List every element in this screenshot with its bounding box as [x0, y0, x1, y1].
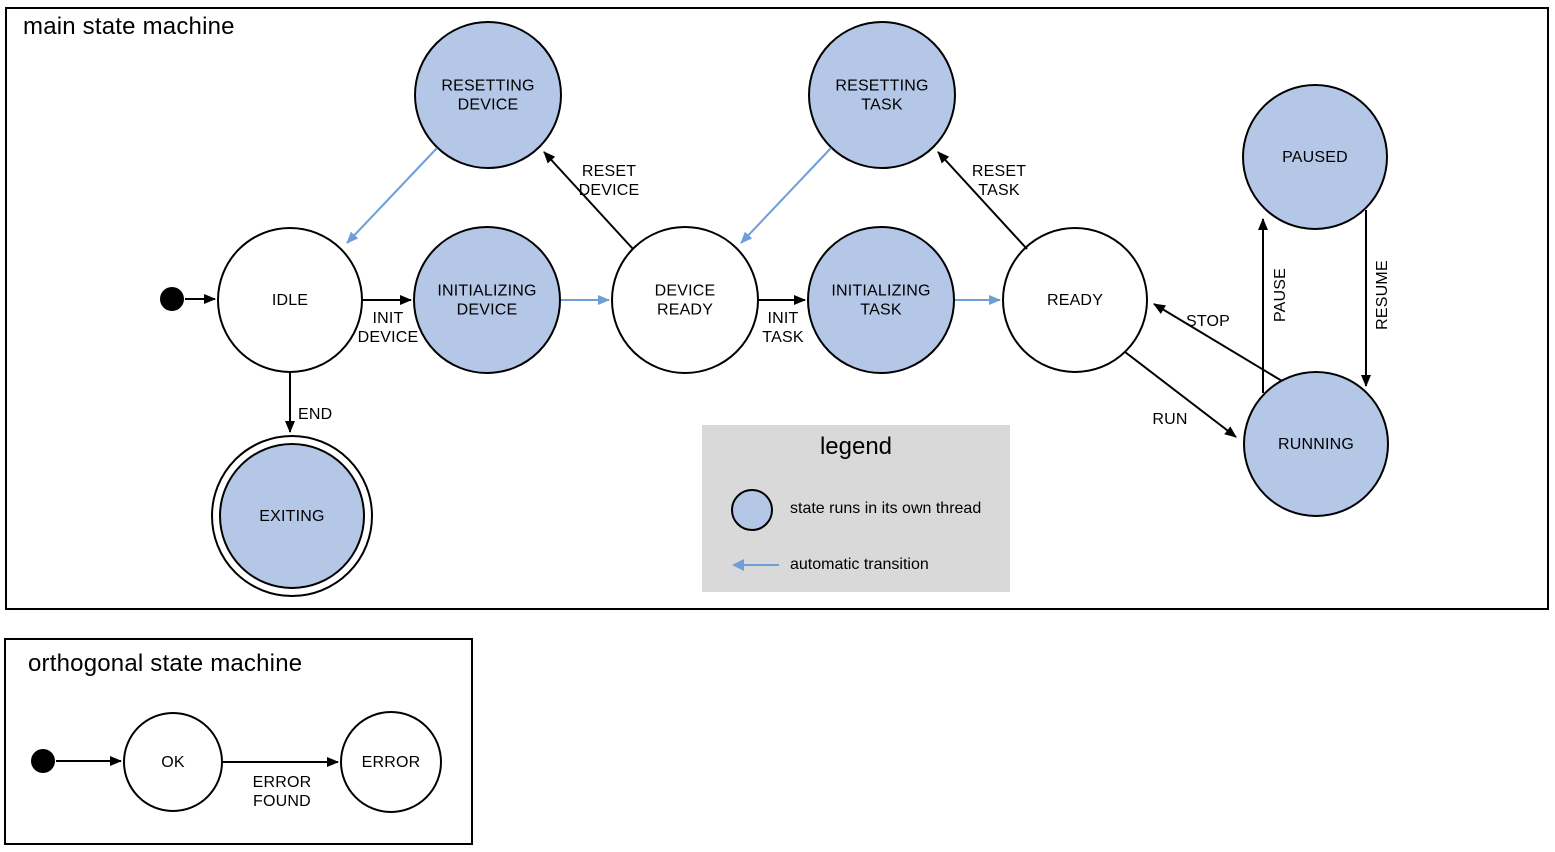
transition-label-pause: PAUSE	[1272, 268, 1289, 322]
state-initializing-task	[807, 226, 955, 374]
transition-stop	[1153, 303, 1283, 382]
legend-item-label: state runs in its own thread	[790, 500, 982, 517]
thread-state-swatch-icon	[731, 489, 773, 531]
state-label-ready: READY	[1047, 292, 1103, 309]
state-label-ok: OK	[161, 754, 185, 771]
transition-label-stop: STOP	[1186, 313, 1230, 330]
state-running	[1243, 371, 1389, 517]
initial-state-dot	[31, 749, 55, 773]
state-paused	[1242, 84, 1388, 230]
initial-state-dot	[160, 287, 184, 311]
transition-label-end: END	[298, 406, 332, 423]
state-label-idle: IDLE	[272, 292, 308, 309]
state-idle	[217, 227, 363, 373]
legend-item-auto-transition: automatic transition	[702, 556, 1010, 574]
state-ok	[123, 712, 223, 812]
state-ready	[1002, 227, 1148, 373]
legend-title: legend	[819, 433, 893, 460]
transition-label-resume: RESUME	[1374, 260, 1391, 330]
legend: legend state runs in its own thread auto…	[702, 425, 1010, 592]
transition-label-run: RUN	[1152, 411, 1187, 428]
orthogonal-panel-title: orthogonal state machine	[28, 650, 303, 677]
transition-resetting-task-to-device-ready	[740, 147, 832, 244]
transition-reset-device	[543, 151, 634, 250]
state-exiting	[219, 443, 365, 589]
state-label-running: RUNNING	[1278, 436, 1354, 453]
state-initializing-device	[413, 226, 561, 374]
legend-item-thread-state: state runs in its own thread	[702, 489, 1010, 531]
state-label-paused: PAUSED	[1282, 149, 1348, 166]
transition-resetting-device-to-idle	[346, 147, 438, 244]
main-panel-title: main state machine	[23, 13, 235, 40]
transition-run	[1124, 351, 1237, 438]
state-device-ready	[611, 226, 759, 374]
auto-transition-arrow-icon	[732, 559, 779, 571]
transition-reset-task	[937, 151, 1028, 250]
state-label-error: ERROR	[362, 754, 421, 771]
state-label-exiting: EXITING	[259, 508, 324, 525]
state-resetting-device	[414, 21, 562, 169]
state-resetting-task	[808, 21, 956, 169]
state-error	[340, 711, 442, 813]
legend-item-label: automatic transition	[790, 556, 929, 573]
